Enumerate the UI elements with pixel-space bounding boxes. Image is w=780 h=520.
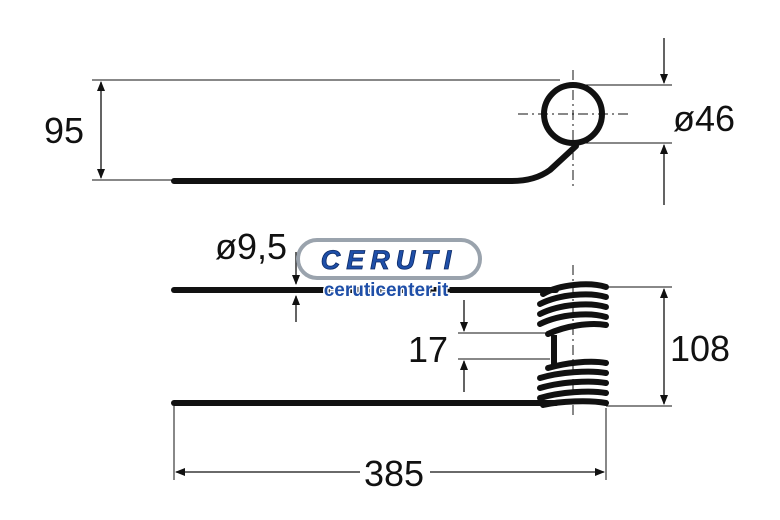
top-view: ø9,5 17 108 385 xyxy=(171,226,730,494)
dim-label-385: 385 xyxy=(364,453,424,494)
logo-brand-text: CERUTI xyxy=(321,245,458,275)
logo-badge xyxy=(296,238,482,280)
dim-label-46: ø46 xyxy=(673,98,735,139)
side-view: 95 ø46 xyxy=(44,38,735,205)
dim-label-17: 17 xyxy=(408,329,448,370)
dim-label-9-5: ø9,5 xyxy=(215,226,287,267)
dim-label-108: 108 xyxy=(670,328,730,369)
dim-label-95: 95 xyxy=(44,110,84,151)
upper-coil xyxy=(537,281,609,337)
ceruti-watermark: CERUTI ceruticenter.it xyxy=(296,238,482,303)
tine-side-profile xyxy=(171,143,579,184)
dim-label-385-backing xyxy=(360,452,430,488)
logo-url-text: ceruticenter.it xyxy=(324,280,449,301)
